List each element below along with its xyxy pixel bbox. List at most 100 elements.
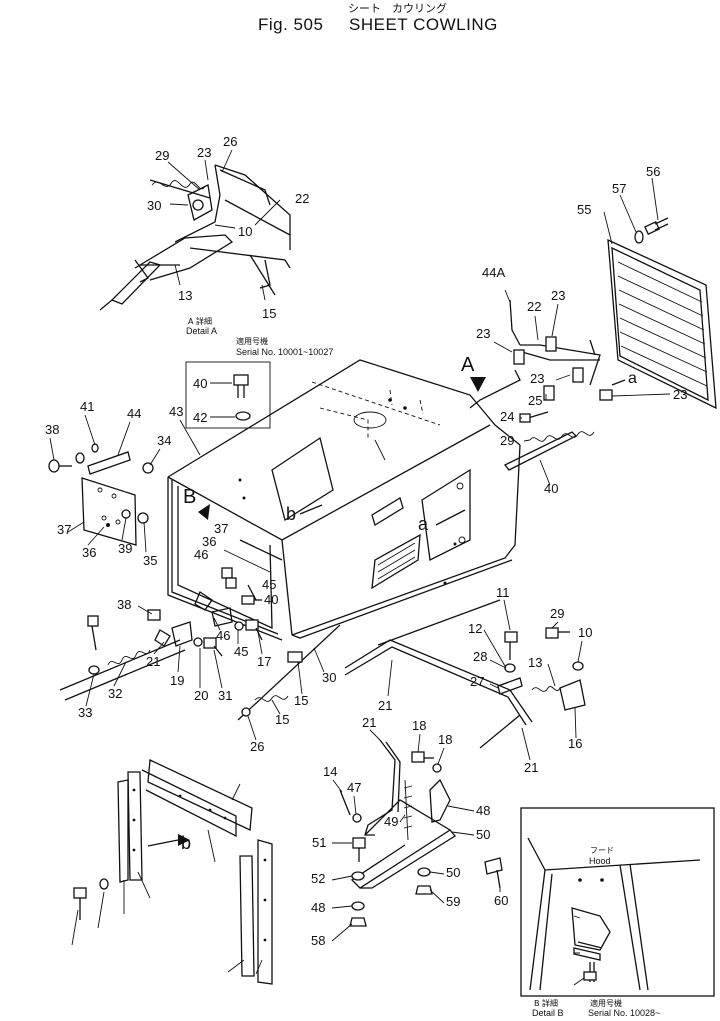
view-arrow-a-icon — [470, 377, 486, 392]
callout-24: 24 — [500, 409, 514, 424]
callout-29-rod: 29 — [500, 433, 514, 448]
lower-lock-assembly-drawing — [339, 739, 503, 927]
callout-25: 25 — [528, 393, 542, 408]
callout-37-left: 20 — [194, 688, 208, 703]
callout-39: 21 — [146, 654, 160, 669]
callout-4: 38 — [45, 422, 59, 437]
detail-b-label: Detail B — [532, 1008, 564, 1018]
callout-21-b: 50 — [446, 865, 460, 880]
callout-15-center: 21 — [378, 698, 392, 713]
callout-26-lower: 21 — [362, 715, 376, 730]
callout-1: 43 — [169, 404, 183, 419]
callout-33: 13 — [528, 655, 542, 670]
callout-14: 60 — [494, 893, 508, 908]
callout-56: 56 — [646, 164, 660, 179]
callout-44A: 44A — [482, 265, 505, 280]
callout-23-top: 23 — [551, 288, 565, 303]
lock-rod-assembly-drawing — [469, 299, 613, 471]
detail-b-serial-japanese: 適用号機 — [590, 998, 622, 1008]
detail-b-japanese: B 詳細 — [534, 998, 558, 1008]
callout-23-right: 23 — [673, 387, 687, 402]
callout-6: 39 — [118, 541, 132, 556]
detail-b-drawing — [527, 837, 701, 991]
callout-21-c: 48 — [311, 900, 325, 915]
callout-13: 13 — [178, 288, 192, 303]
callout-38-left: 38 — [117, 597, 131, 612]
washer-57-drawing — [634, 230, 644, 244]
detail-b-hood-japanese: フード — [590, 846, 614, 855]
callout-15: 15 — [262, 306, 276, 321]
callout-5: 35 — [143, 553, 157, 568]
view-marker-B: B — [183, 486, 196, 508]
callout-43: 40 — [264, 592, 278, 607]
hood-1-drawing — [167, 359, 521, 641]
callout-8: 41 — [80, 399, 94, 414]
callout-21-right: 12 — [468, 621, 482, 636]
detail-a-serial-japanese: 適用号機 — [236, 336, 268, 346]
callout-44: 45 — [262, 577, 276, 592]
view-marker-a-hood: a — [418, 514, 429, 534]
japanese-title: シート カウリング — [348, 1, 447, 15]
callout-3: 36 — [82, 545, 96, 560]
detail-a-japanese: A 詳細 — [188, 316, 212, 326]
callout-42: 36 — [202, 534, 216, 549]
callout-21-a: 52 — [311, 871, 325, 886]
callout-54: 42 — [193, 410, 207, 425]
grille-55-drawing — [607, 238, 717, 410]
callout-41: 46 — [194, 547, 208, 562]
arrow-b-line — [147, 839, 179, 847]
callout-28: 14 — [323, 764, 337, 779]
view-marker-b-panel: b — [181, 833, 191, 853]
detail-a-serial: Serial No. 10001~10027 — [236, 347, 333, 357]
callout-27: 47 — [347, 780, 361, 795]
callout-53: 40 — [193, 376, 207, 391]
bolt-56-drawing — [644, 217, 669, 236]
detail-a-label: Detail A — [186, 326, 217, 336]
callout-46-left: 32 — [108, 686, 122, 701]
left-spring-assembly-drawing — [59, 591, 263, 701]
callout-2: 37 — [57, 522, 71, 537]
callout-55: 55 — [577, 202, 591, 217]
callout-37-right: 45 — [234, 644, 248, 659]
callout-36-right: 17 — [257, 654, 271, 669]
callout-11: 18 — [412, 718, 426, 733]
callout-35: 19 — [170, 673, 184, 688]
callout-40-center: 30 — [322, 670, 336, 685]
bolt-53-drawing — [233, 374, 249, 398]
callout-36-left: 31 — [218, 688, 232, 703]
detail-b-serial: Serial No. 10028~ — [588, 1008, 660, 1018]
figure-title: SHEET COWLING — [349, 15, 498, 34]
callout-22-rod: 22 — [527, 299, 541, 314]
callout-45-center: 26 — [250, 739, 264, 754]
callout-26: 26 — [223, 134, 237, 149]
view-marker-A: A — [461, 354, 475, 376]
callout-7: 44 — [127, 406, 141, 421]
washer-54-drawing — [235, 411, 251, 421]
callout-20: 27 — [470, 674, 484, 689]
right-rods-drawing — [344, 599, 586, 749]
view-arrow-b-panel-icon — [178, 834, 190, 846]
callout-40-latch: 37 — [214, 521, 228, 536]
figure-number: Fig. 505 — [258, 15, 323, 34]
callout-45-left: 33 — [78, 705, 92, 720]
callout-29-lower: 49 — [384, 814, 398, 829]
callout-31: 29 — [550, 606, 564, 621]
callout-18-left: 58 — [311, 933, 325, 948]
callout-32: 10 — [578, 625, 592, 640]
callout-18-right: 59 — [446, 894, 460, 909]
callout-22: 22 — [295, 191, 309, 206]
callout-23: 23 — [197, 145, 211, 160]
detail-a-drawing — [99, 149, 291, 311]
callout-15-right: 21 — [524, 760, 538, 775]
detail-b-box — [520, 807, 715, 997]
callout-13-lower: 50 — [476, 827, 490, 842]
callout-19: 28 — [473, 649, 487, 664]
callout-12: 18 — [438, 732, 452, 747]
callout-10: 10 — [238, 224, 252, 239]
callout-23-mid: 23 — [530, 371, 544, 386]
detail-b-hood-label: Hood — [589, 856, 611, 866]
callout-30-right: 16 — [568, 736, 582, 751]
callout-46-center: 15 — [275, 712, 289, 727]
cover-panels-drawing — [73, 759, 273, 985]
view-marker-a-grille: a — [628, 370, 637, 387]
